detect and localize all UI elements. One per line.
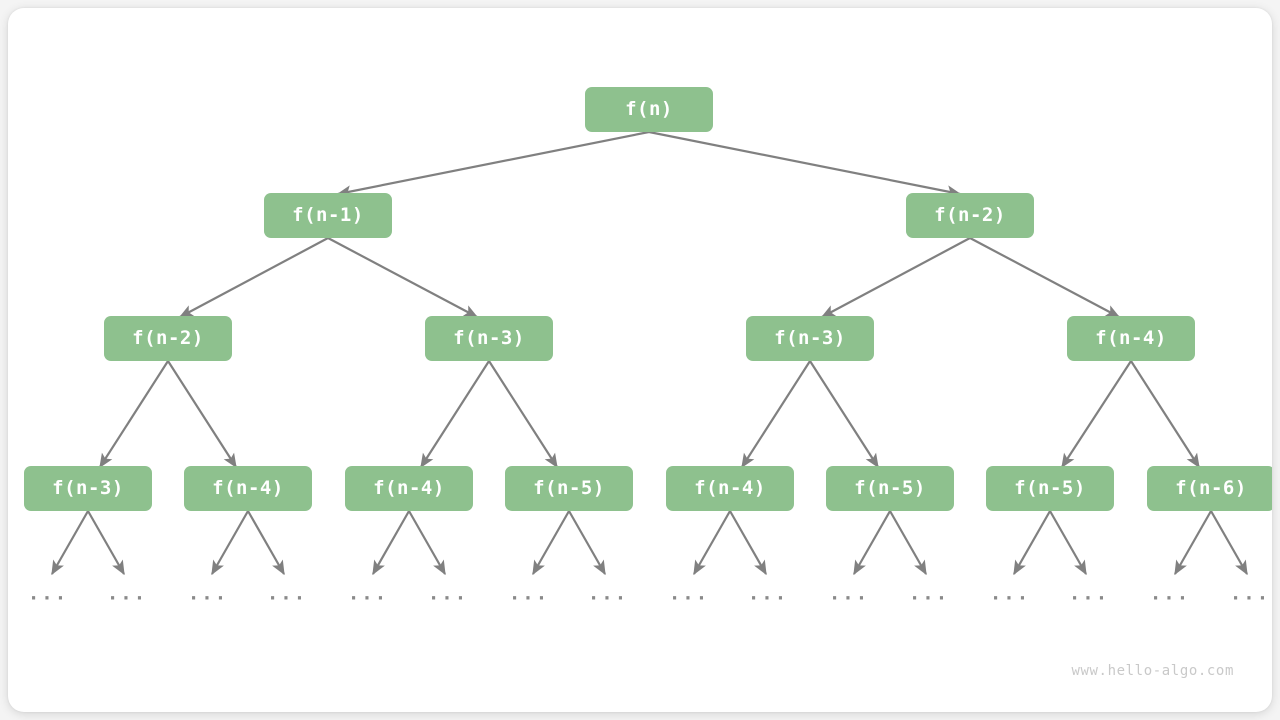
watermark-text: www.hello-algo.com (1071, 663, 1234, 679)
diagram-card: f(n) f(n-1) f(n-2) f(n-2) f(n-3) f(n-3) f(n-4)… (8, 8, 1272, 712)
tree-edge (178, 237, 329, 318)
tree-node-fn-5[interactable]: f(n-5) (986, 465, 1114, 511)
tree-node-fn-4[interactable]: f(n-4) (184, 465, 312, 511)
tree-ellipsis: ... (508, 582, 550, 605)
tree-edge (853, 510, 891, 576)
tree-ellipsis: ... (106, 582, 148, 605)
tree-ellipsis: ... (266, 582, 308, 605)
tree-node-fn-5[interactable]: f(n-5) (826, 465, 954, 511)
tree-node-fn-4[interactable]: f(n-4) (345, 465, 473, 511)
tree-node-fn-3[interactable]: f(n-3) (24, 465, 152, 511)
tree-edge (87, 510, 125, 576)
tree-ellipsis: ... (668, 582, 710, 605)
tree-node-fn[interactable]: f(n) (585, 86, 713, 132)
tree-edge (99, 360, 169, 469)
tree-edge (568, 510, 606, 576)
tree-node-fn-4[interactable]: f(n-4) (666, 465, 794, 511)
tree-ellipsis: ... (187, 582, 229, 605)
tree-edge (327, 237, 479, 318)
tree-node-fn-4[interactable]: f(n-4) (1067, 315, 1195, 361)
tree-node-fn-3[interactable]: f(n-3) (425, 315, 553, 361)
tree-edge (1210, 510, 1248, 576)
tree-ellipsis: ... (347, 582, 389, 605)
tree-ellipsis: ... (1229, 582, 1271, 605)
tree-ellipsis: ... (587, 582, 629, 605)
tree-node-fn-3[interactable]: f(n-3) (746, 315, 874, 361)
tree-ellipsis: ... (989, 582, 1031, 605)
tree-ellipsis: ... (747, 582, 789, 605)
tree-edge (408, 510, 446, 576)
tree-node-fn-6[interactable]: f(n-6) (1147, 465, 1272, 511)
tree-edge (211, 510, 249, 576)
tree-ellipsis: ... (27, 582, 69, 605)
tree-edge (969, 237, 1121, 318)
tree-edge (51, 510, 89, 576)
tree-edge (1049, 510, 1087, 576)
tree-node-fn-1[interactable]: f(n-1) (264, 192, 392, 238)
tree-edge (247, 510, 285, 576)
tree-edge (741, 360, 811, 469)
tree-edge (693, 510, 731, 576)
tree-node-fn-2[interactable]: f(n-2) (104, 315, 232, 361)
tree-edge (729, 510, 767, 576)
tree-edge (820, 237, 971, 318)
tree-edge (1130, 360, 1200, 469)
tree-ellipsis: ... (828, 582, 870, 605)
tree-ellipsis: ... (908, 582, 950, 605)
tree-edge (648, 130, 962, 198)
tree-edge (372, 510, 410, 576)
tree-edge (488, 360, 558, 469)
tree-node-fn-2[interactable]: f(n-2) (906, 192, 1034, 238)
tree-ellipsis: ... (1149, 582, 1191, 605)
tree-edge (167, 360, 237, 469)
tree-edge (1061, 360, 1132, 469)
tree-edge (889, 510, 927, 576)
tree-node-fn-5[interactable]: f(n-5) (505, 465, 633, 511)
tree-edge (1013, 510, 1051, 576)
tree-edge (336, 130, 650, 198)
tree-ellipsis: ... (1068, 582, 1110, 605)
tree-edge (420, 360, 490, 469)
tree-edge (809, 360, 879, 469)
tree-edge (532, 510, 570, 576)
tree-edge (1174, 510, 1212, 576)
tree-ellipsis: ... (427, 582, 469, 605)
